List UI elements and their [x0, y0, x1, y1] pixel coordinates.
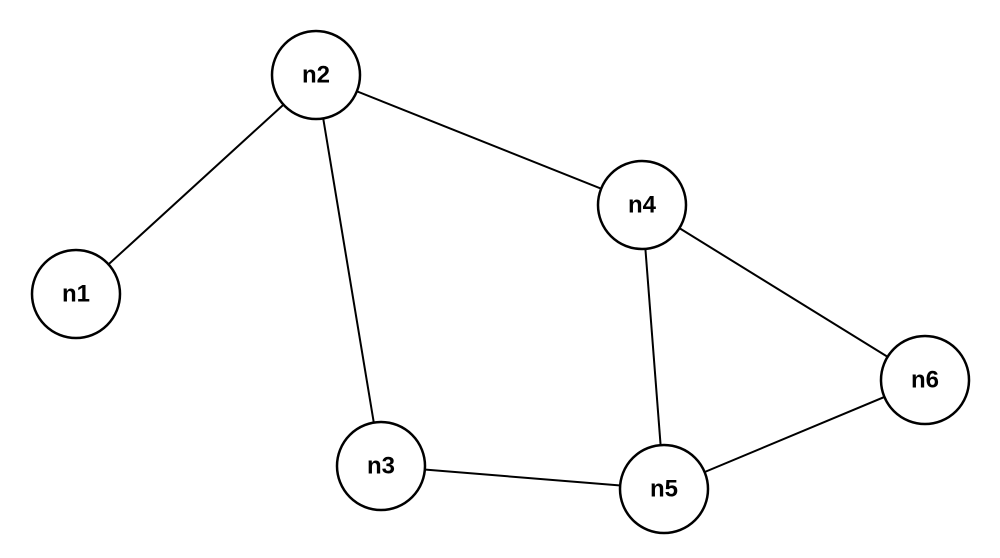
edges-layer — [75, 74, 926, 490]
node-n5[interactable]: n5 — [618, 443, 710, 535]
node-n3[interactable]: n3 — [335, 420, 427, 512]
node-n1[interactable]: n1 — [30, 248, 122, 340]
edge-n4-n6 — [641, 204, 926, 381]
edge-n4-n5 — [641, 204, 665, 490]
node-n6[interactable]: n6 — [879, 334, 971, 426]
edge-n5-n6 — [663, 379, 926, 490]
node-n4[interactable]: n4 — [596, 159, 688, 251]
edge-n2-n4 — [315, 74, 643, 206]
node-circle-n1[interactable] — [30, 248, 122, 340]
edge-n1-n2 — [75, 74, 317, 295]
edge-n3-n5 — [380, 465, 665, 490]
nodes-layer: n1 n2 n3 n4 n5 n6 — [30, 29, 971, 535]
node-circle-n4[interactable] — [596, 159, 688, 251]
edge-n2-n3 — [315, 74, 382, 467]
node-n2[interactable]: n2 — [270, 29, 362, 121]
node-circle-n6[interactable] — [879, 334, 971, 426]
node-circle-n5[interactable] — [618, 443, 710, 535]
node-circle-n2[interactable] — [270, 29, 362, 121]
node-circle-n3[interactable] — [335, 420, 427, 512]
